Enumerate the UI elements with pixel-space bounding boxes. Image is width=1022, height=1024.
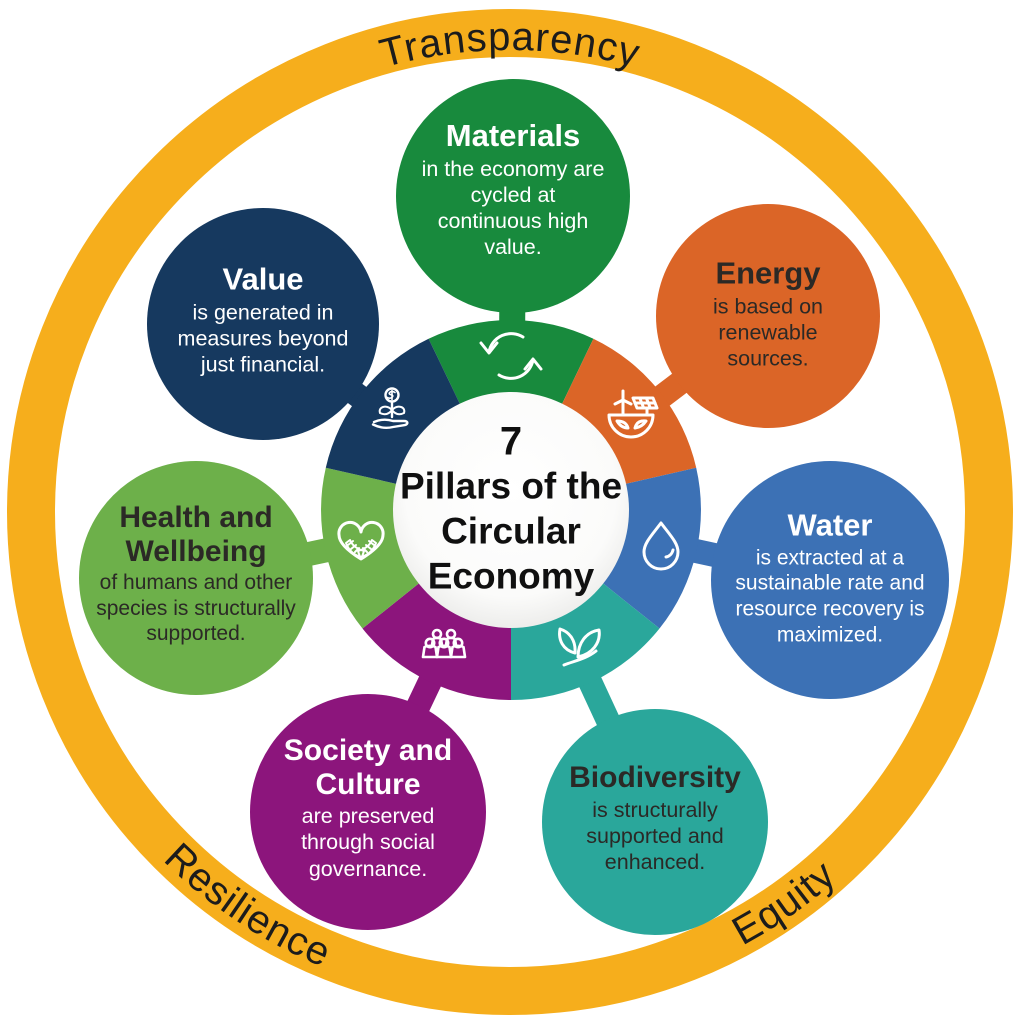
center-title-block: 7 Pillars of the Circular Economy bbox=[398, 419, 624, 598]
water-circle bbox=[711, 461, 949, 699]
outer-yellow-ring bbox=[7, 9, 1013, 1015]
cycle-arrows-icon bbox=[479, 332, 543, 380]
water-drop-icon bbox=[642, 521, 680, 571]
segment-water bbox=[601, 467, 701, 629]
energy-circle bbox=[656, 204, 880, 428]
ring-label-transparency: Transparency bbox=[375, 15, 644, 76]
society-circle bbox=[250, 694, 486, 930]
leaves-icon bbox=[558, 627, 601, 667]
people-icon bbox=[421, 628, 467, 659]
segment-materials bbox=[428, 320, 594, 406]
health-circle bbox=[79, 461, 313, 695]
value-growth-icon bbox=[371, 387, 409, 430]
segment-society bbox=[362, 582, 511, 700]
value-circle bbox=[147, 208, 379, 440]
materials-circle bbox=[396, 79, 630, 313]
segment-energy bbox=[561, 338, 697, 485]
center-title: Pillars of the Circular Economy bbox=[399, 465, 623, 597]
biodiversity-circle bbox=[542, 709, 768, 935]
heart-hands-icon bbox=[337, 520, 385, 561]
segment-biodiversity bbox=[511, 582, 660, 700]
renewable-energy-icon bbox=[607, 389, 659, 439]
center-circle bbox=[393, 392, 629, 628]
center-number: 7 bbox=[499, 419, 523, 464]
